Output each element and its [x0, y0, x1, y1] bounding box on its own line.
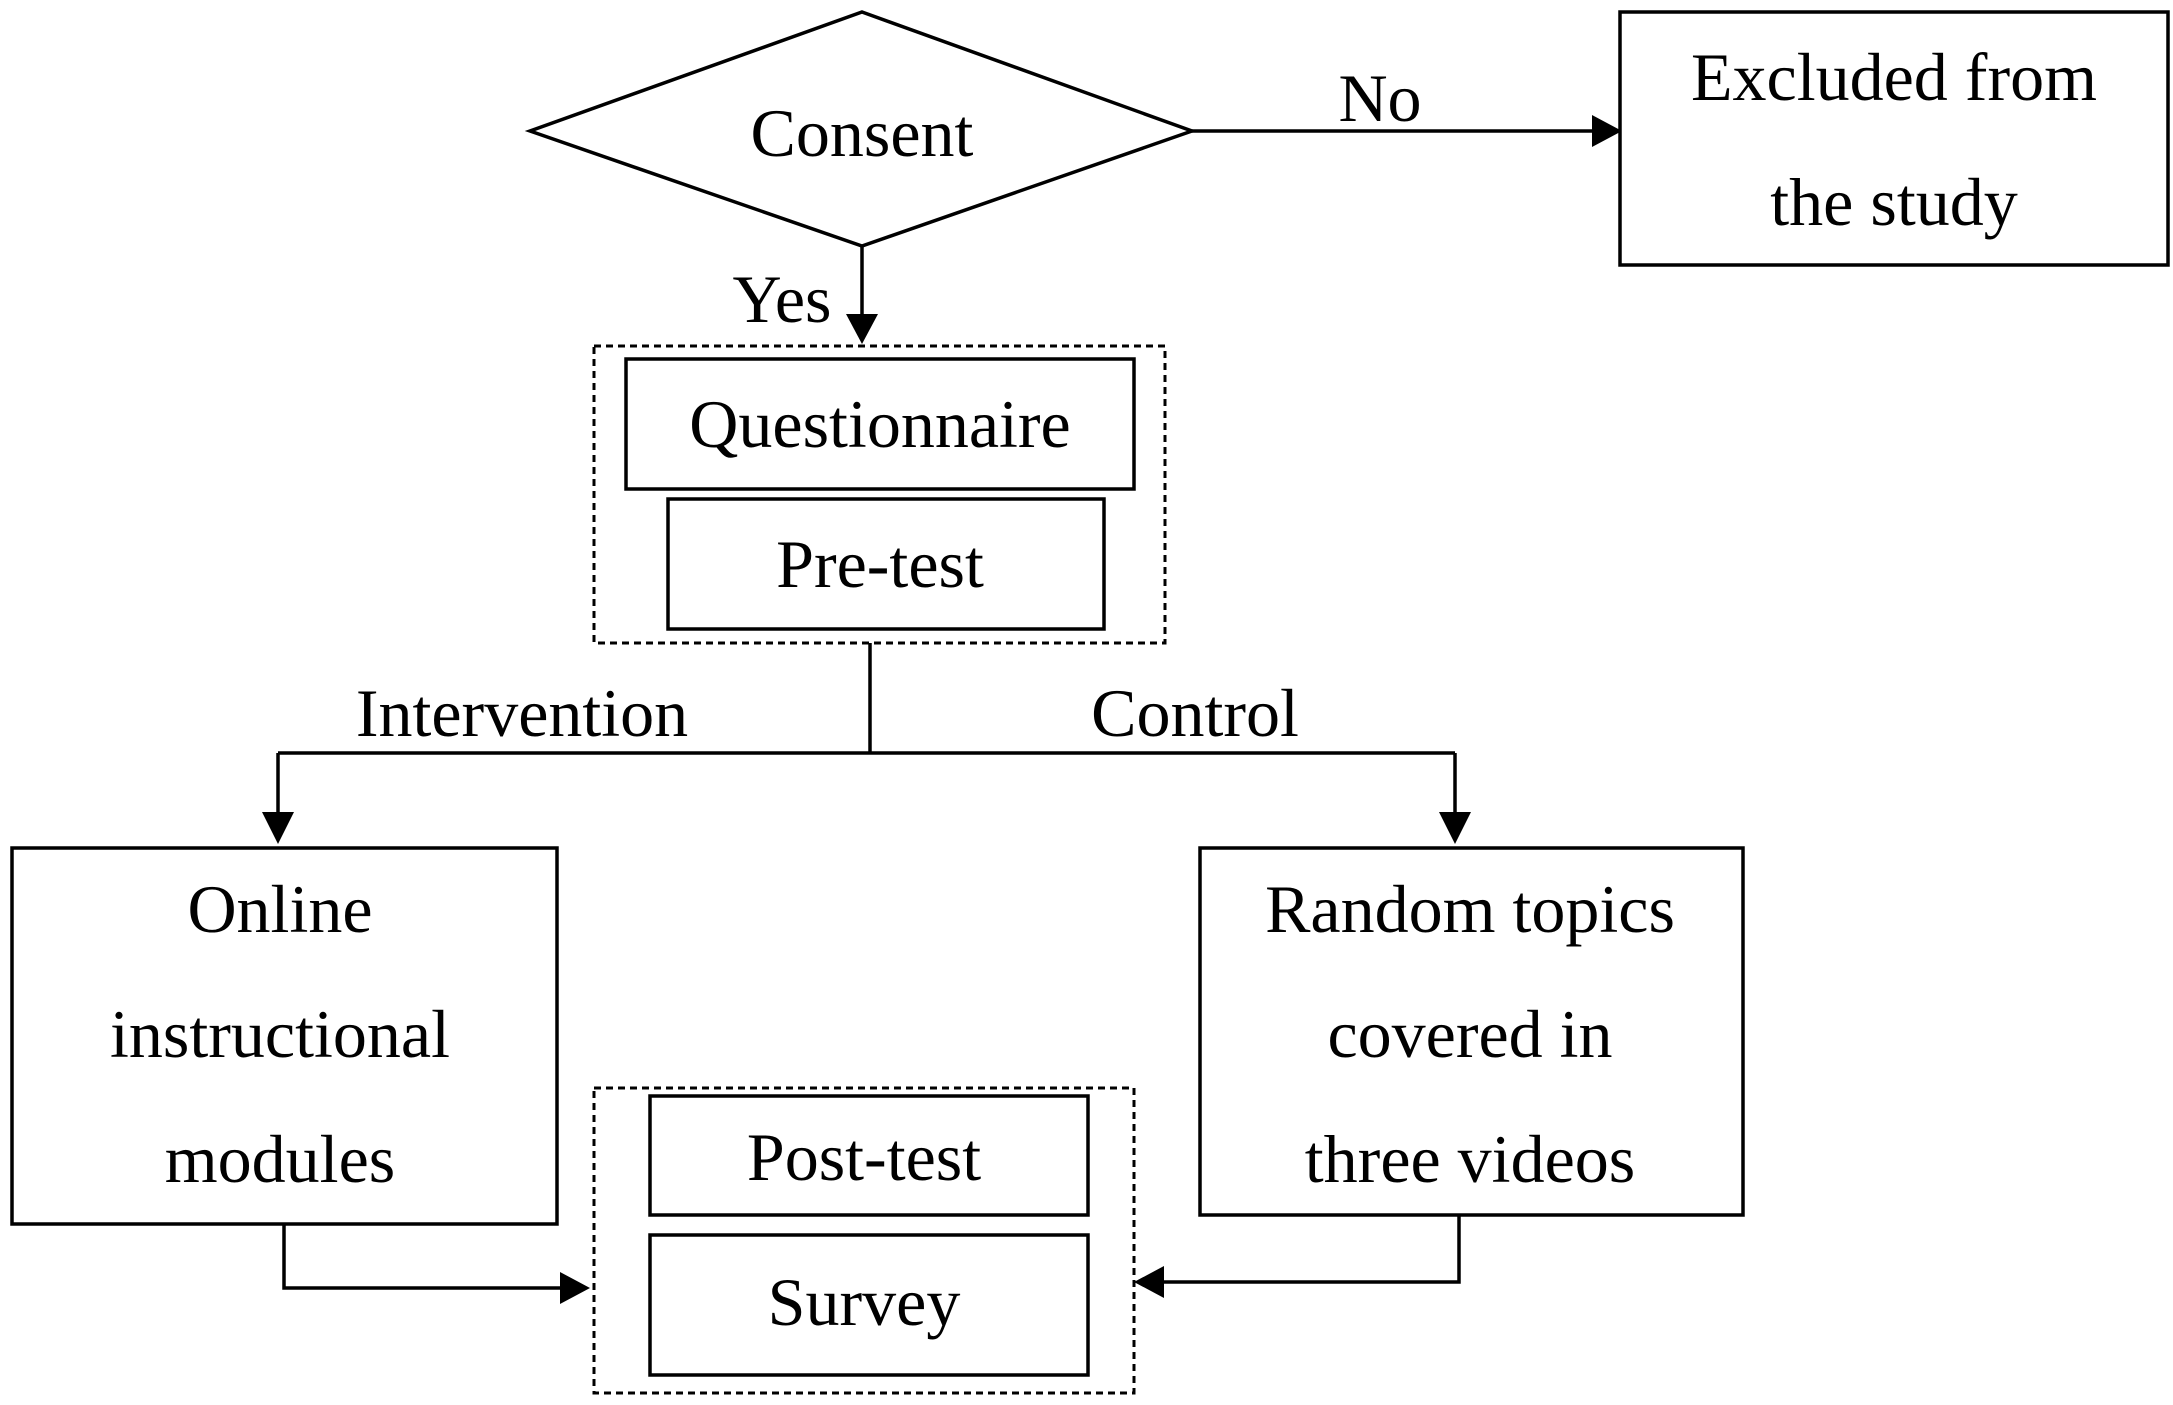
posttest-box	[648, 1094, 1090, 1217]
arrowhead-questionnaire	[846, 314, 878, 344]
edge-label-control: Control	[1091, 675, 1299, 751]
edge-label-no: No	[1338, 60, 1421, 136]
survey-label: Survey	[768, 1264, 961, 1340]
consent-diamond	[524, 10, 1198, 248]
edge-labels: No Yes Intervention Control	[356, 60, 1422, 751]
pretest-group	[592, 344, 1167, 645]
online-modules-line-3: modules	[165, 1121, 395, 1197]
arrowhead-online-modules	[262, 812, 294, 844]
posttest-label: Post-test	[747, 1119, 981, 1195]
edge-online-to-post	[282, 1224, 568, 1290]
consent-label: Consent	[751, 95, 974, 171]
online-modules-box	[10, 846, 559, 1226]
random-topics-box	[1198, 846, 1745, 1217]
arrowhead-post-right	[1134, 1266, 1164, 1298]
edge-label-yes: Yes	[733, 261, 832, 337]
excluded-label-line-2: the study	[1770, 164, 2017, 240]
pretest-box	[666, 497, 1106, 631]
questionnaire-label: Questionnaire	[689, 386, 1070, 462]
edge-label-intervention: Intervention	[356, 675, 688, 751]
arrowhead-post-left	[560, 1272, 590, 1304]
random-topics-line-2: covered in	[1327, 996, 1612, 1072]
online-modules-line-1: Online	[187, 871, 372, 947]
edge-random-to-post	[1156, 1215, 1461, 1284]
random-topics-line-3: three videos	[1305, 1121, 1635, 1197]
posttest-group	[592, 1086, 1136, 1395]
nodes: Consent Excluded from the study Question…	[10, 10, 2170, 1395]
arrowhead-excluded	[1592, 115, 1622, 147]
excluded-label-line-1: Excluded from	[1691, 39, 2097, 115]
questionnaire-box	[624, 357, 1136, 491]
excluded-box	[1618, 10, 2170, 267]
pretest-label: Pre-test	[776, 526, 984, 602]
survey-box	[648, 1233, 1090, 1377]
edges	[262, 115, 1622, 1304]
random-topics-line-1: Random topics	[1265, 871, 1675, 947]
arrowhead-random-topics	[1439, 812, 1471, 844]
online-modules-line-2: instructional	[110, 996, 450, 1072]
